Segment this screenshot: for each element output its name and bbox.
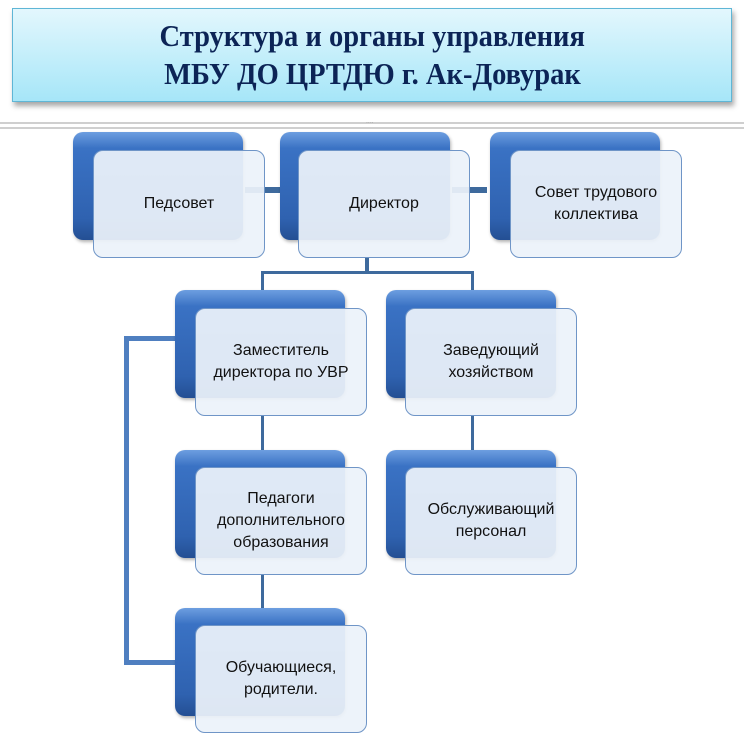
connector (471, 416, 474, 451)
connector (261, 271, 474, 274)
node-label: Совет трудового коллектива (534, 184, 658, 223)
node-obuch: Обучающиеся, родители. (195, 625, 367, 733)
bracket-connector (124, 660, 176, 665)
node-pedagogi: Педагоги дополнительного образования (195, 467, 367, 575)
connector (261, 416, 264, 451)
connector (471, 271, 474, 291)
connector (261, 271, 264, 291)
node-label: Заместитель директора по УВР (213, 342, 349, 381)
node-label: Обучающиеся, родители. (225, 659, 337, 698)
node-label: Педсовет (143, 195, 215, 212)
node-zam: Заместитель директора по УВР (195, 308, 367, 416)
connector (261, 574, 264, 609)
node-label: Заведующий хозяйством (443, 342, 539, 381)
node-zav: Заведующий хозяйством (405, 308, 577, 416)
node-sovet: Совет трудового коллектива (510, 150, 682, 258)
title-line-1: Структура и органы управления (159, 18, 585, 53)
separator-dots: .... (366, 118, 374, 125)
node-label: Педагоги дополнительного образования (217, 490, 345, 551)
separator (0, 122, 744, 124)
title-banner: Структура и органы управления МБУ ДО ЦРТ… (12, 8, 732, 102)
connector (365, 258, 369, 273)
bracket-connector (124, 336, 176, 341)
node-label: Директор (349, 195, 419, 212)
bracket-connector (124, 336, 129, 665)
node-pedsovet: Педсовет (93, 150, 265, 258)
node-director: Директор (298, 150, 470, 258)
node-obsluzh: Обслуживающий персонал (405, 467, 577, 575)
separator (0, 127, 744, 129)
node-label: Обслуживающий персонал (427, 501, 555, 540)
title-line-2: МБУ ДО ЦРТДЮ г. Ак-Довурак (163, 56, 581, 91)
